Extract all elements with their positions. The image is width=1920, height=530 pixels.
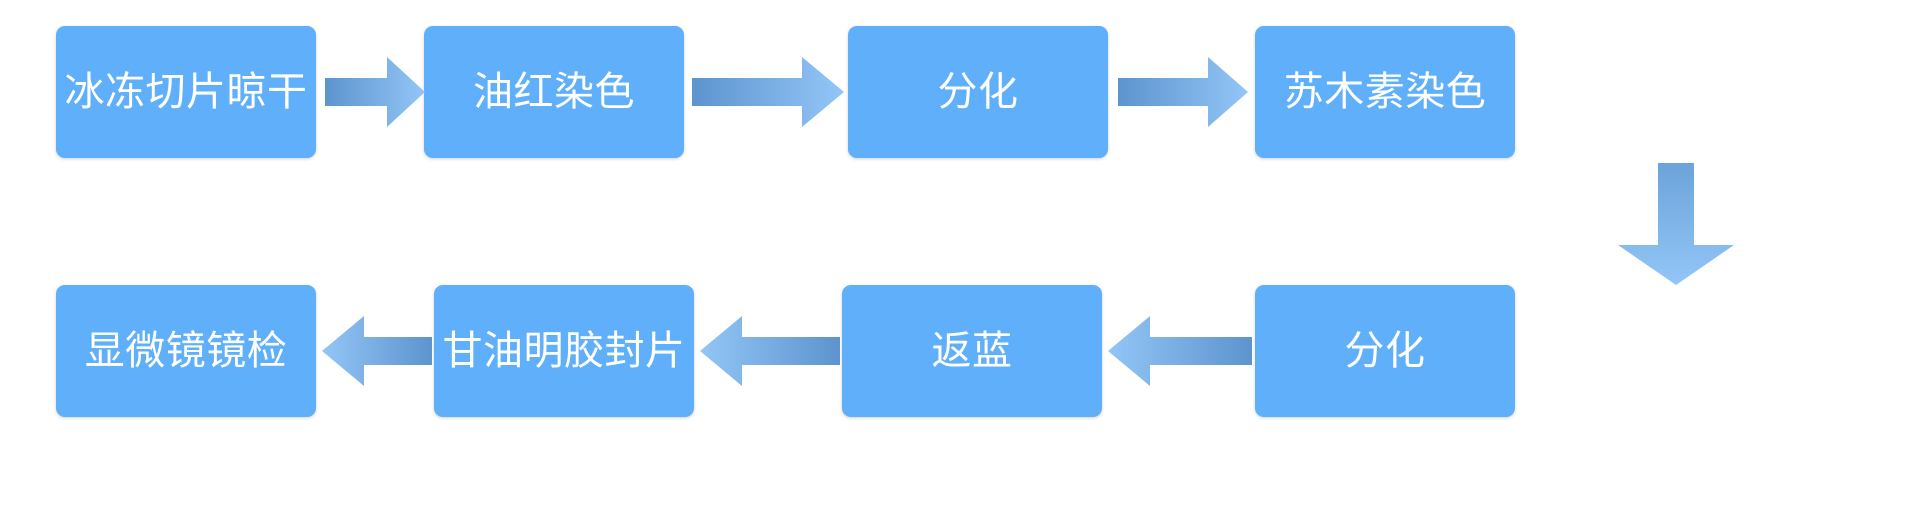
flow-arrow-right-2 [692, 55, 844, 129]
flow-node-label: 冰冻切片晾干 [64, 69, 308, 115]
flow-node-differentiation-bottom[interactable]: 分化 [1255, 285, 1515, 417]
flow-arrow-right-1 [325, 55, 425, 129]
flow-node-label: 苏木素染色 [1283, 69, 1487, 115]
flow-node-label: 甘油明胶封片 [442, 328, 686, 374]
flow-arrow-left-2 [700, 314, 840, 388]
flow-arrow-right-3 [1118, 55, 1248, 129]
flow-node-label: 分化 [937, 69, 1019, 115]
flow-node-label: 分化 [1344, 328, 1426, 374]
flow-node-bluing[interactable]: 返蓝 [842, 285, 1102, 417]
flow-arrow-down-1 [1618, 163, 1734, 285]
flow-node-microscopic-examination[interactable]: 显微镜镜检 [56, 285, 316, 417]
flow-node-label: 油红染色 [473, 69, 635, 115]
flow-node-differentiation-top[interactable]: 分化 [848, 26, 1108, 158]
flow-node-label: 显微镜镜检 [84, 328, 288, 374]
flow-arrow-left-3 [322, 314, 432, 388]
flow-node-hematoxylin-staining[interactable]: 苏木素染色 [1255, 26, 1515, 158]
flow-arrow-left-1 [1108, 314, 1252, 388]
flow-node-frozen-section-drying[interactable]: 冰冻切片晾干 [56, 26, 316, 158]
flow-node-label: 返蓝 [931, 328, 1013, 374]
flow-node-oil-red-staining[interactable]: 油红染色 [424, 26, 684, 158]
flow-node-glycerin-gelatin-mounting[interactable]: 甘油明胶封片 [434, 285, 694, 417]
